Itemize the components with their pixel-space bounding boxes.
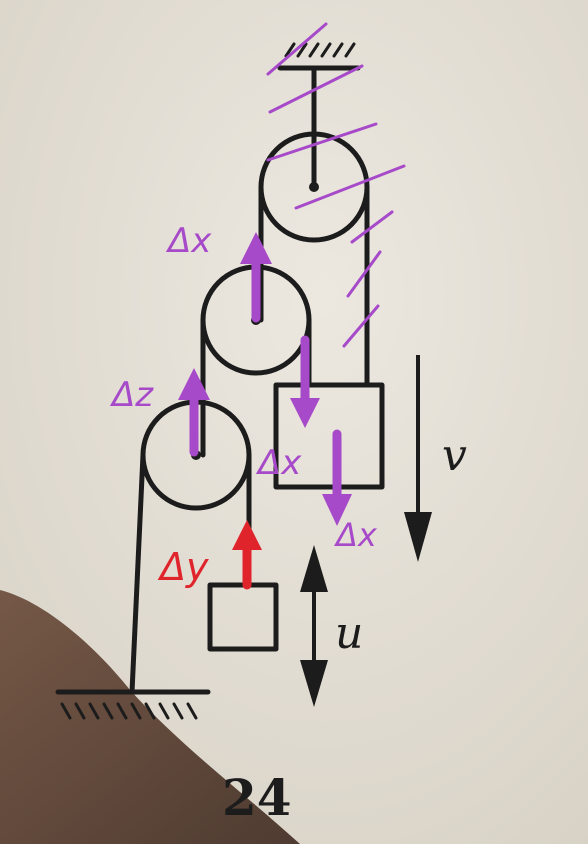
arrow-dx-down-block (322, 429, 352, 526)
annotation-dx-top: Δx (165, 221, 212, 261)
block-large (273, 382, 385, 490)
label-u: u (335, 608, 363, 659)
label-v: v (442, 430, 467, 481)
axle-top (309, 182, 319, 192)
annotation-dy: Δy (157, 545, 209, 589)
arrow-dx-up-middle (240, 232, 272, 323)
floor-hatch (60, 702, 198, 720)
arrow-u (300, 545, 328, 707)
shadow (0, 590, 300, 844)
arrow-dz-up-bottom (178, 368, 210, 457)
arrow-dx-down-rope (290, 335, 320, 428)
rope-bottom-left (129, 452, 146, 695)
annotation-dz: Δz (109, 375, 154, 415)
arrow-v (404, 355, 432, 562)
annotation-dx-bottom: Δx (333, 516, 378, 554)
annotation-dx-mid: Δx (255, 443, 302, 483)
figure-number: 24 (222, 768, 292, 827)
arrow-dy-up (232, 520, 262, 590)
hatch-marks (266, 22, 406, 348)
ceiling-top-hatch (284, 42, 356, 58)
